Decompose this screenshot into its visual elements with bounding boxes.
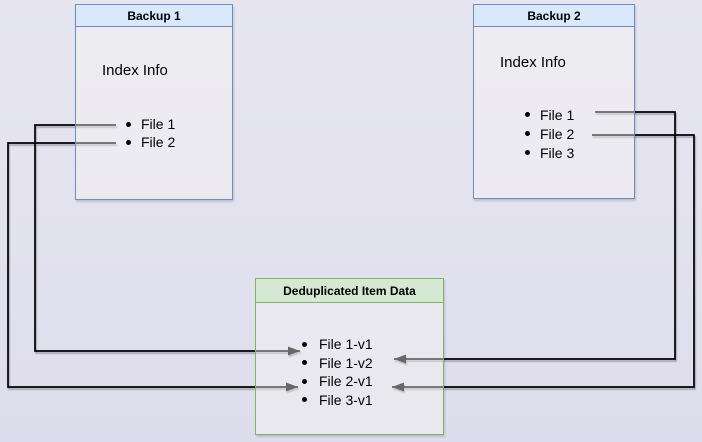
bullet-icon [302,378,307,384]
list-item: File 3-v1 [302,391,373,410]
backup2-file-list: File 1 File 2 File 3 [525,105,574,162]
list-item: File 1 [525,105,574,124]
list-item: File 1-v2 [302,354,373,373]
bullet-icon [302,397,307,403]
backup1-index-info-label: Index Info [102,62,168,79]
item-label: File 1-v1 [319,336,373,353]
bullet-icon [525,150,530,155]
list-item: File 1-v1 [302,335,373,354]
dedup-box: Deduplicated Item Data File 1-v1 File 1-… [255,278,444,435]
list-item: File 2-v1 [302,372,373,391]
item-label: File 1 [540,106,575,123]
backup2-index-info-label: Index Info [500,54,566,71]
backup1-box: Backup 1 Index Info File 1 File 2 [75,4,233,200]
backup2-box: Backup 2 Index Info File 1 File 2 File 3 [473,4,635,199]
bullet-icon [525,112,530,117]
dedup-file-list: File 1-v1 File 1-v2 File 2-v1 File 3-v1 [302,335,373,409]
bullet-icon [126,139,131,145]
backup1-title: Backup 1 [76,5,232,27]
item-label: File 2 [141,134,176,150]
bullet-icon [302,341,307,347]
item-label: File 2-v1 [319,373,373,390]
item-label: File 1 [141,116,176,132]
backup2-title: Backup 2 [474,5,634,27]
item-label: File 1-v2 [319,354,373,371]
item-label: File 2 [540,125,575,142]
backup1-file-list: File 1 File 2 [126,115,175,151]
bullet-icon [302,360,307,366]
list-item: File 3 [525,143,574,162]
bullet-icon [525,131,530,136]
list-item: File 1 [126,115,175,133]
dedup-title: Deduplicated Item Data [256,279,443,303]
list-item: File 2 [126,133,175,151]
bullet-icon [126,121,131,127]
item-label: File 3 [540,144,575,161]
list-item: File 2 [525,124,574,143]
item-label: File 3-v1 [319,391,373,408]
